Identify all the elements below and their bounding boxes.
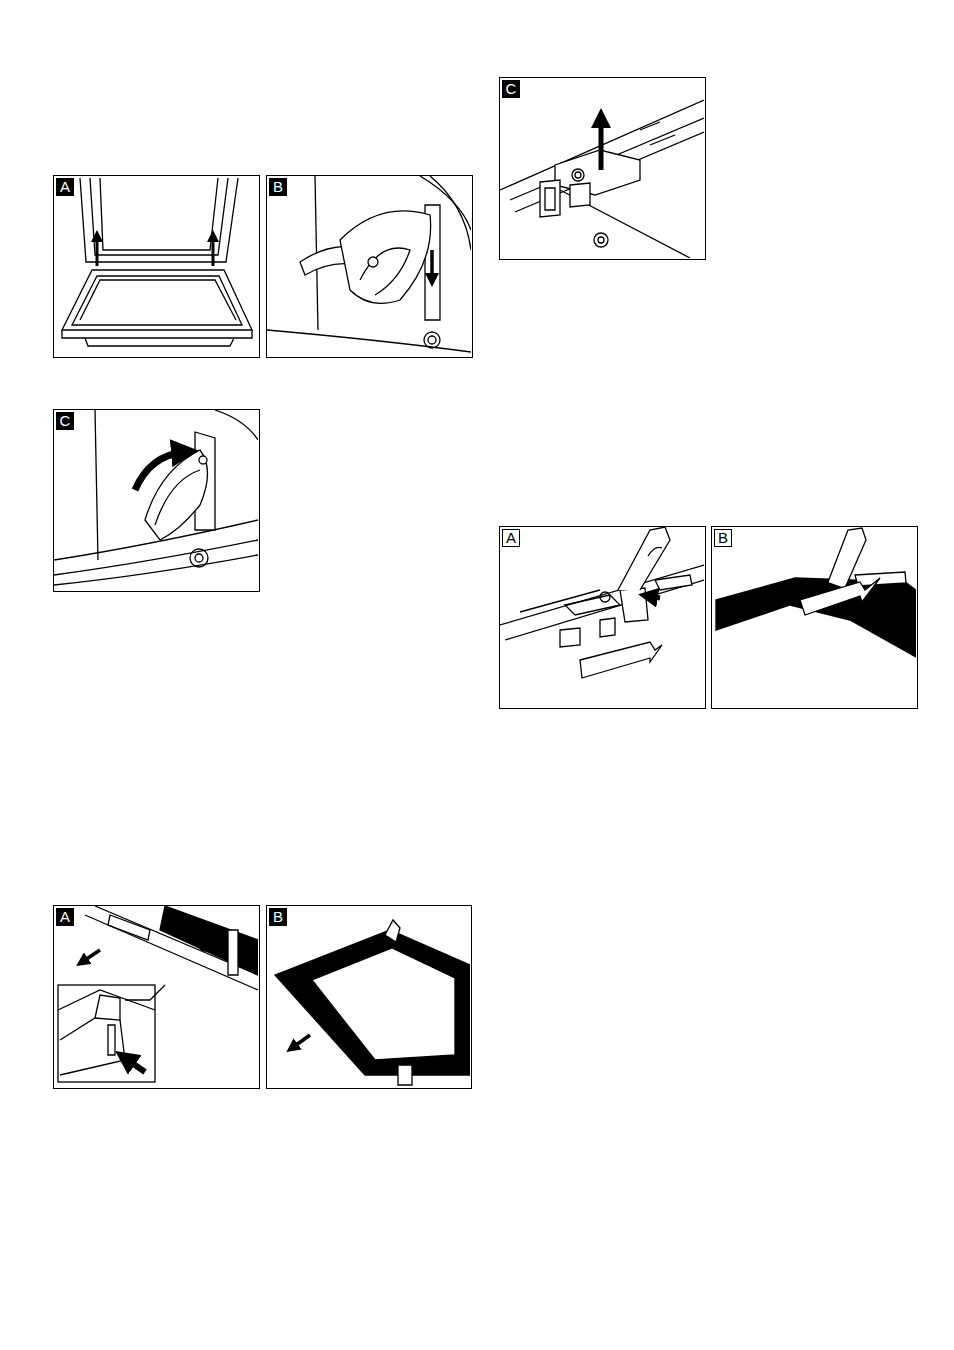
hinge-illustration	[267, 176, 471, 352]
glass-pane-illustration	[716, 528, 916, 657]
trim-illustration	[58, 906, 258, 1082]
panel-letter: C	[56, 412, 74, 430]
clip-illustration	[500, 100, 704, 258]
panel-letter: B	[269, 178, 287, 196]
panel-letter: A	[56, 908, 74, 926]
figure-panel: A	[499, 526, 706, 709]
figure-panel: B	[266, 175, 473, 358]
panel-letter: A	[502, 529, 520, 547]
figure-panel: C	[53, 409, 260, 592]
panel-letter: B	[714, 529, 732, 547]
figure-panel: B	[711, 526, 918, 709]
hinge-illustration	[54, 410, 258, 585]
panel-letter: C	[502, 80, 520, 98]
panel-letter: A	[56, 178, 74, 196]
clip-illustration	[500, 527, 704, 678]
glass-pane-illustration	[275, 920, 470, 1085]
figure-panel: A	[53, 905, 260, 1089]
panel-letter: B	[269, 908, 287, 926]
figure-panel: B	[266, 905, 472, 1089]
door-illustration	[62, 178, 252, 346]
figure-panel: A	[53, 175, 260, 358]
figure-panel: C	[499, 77, 706, 260]
